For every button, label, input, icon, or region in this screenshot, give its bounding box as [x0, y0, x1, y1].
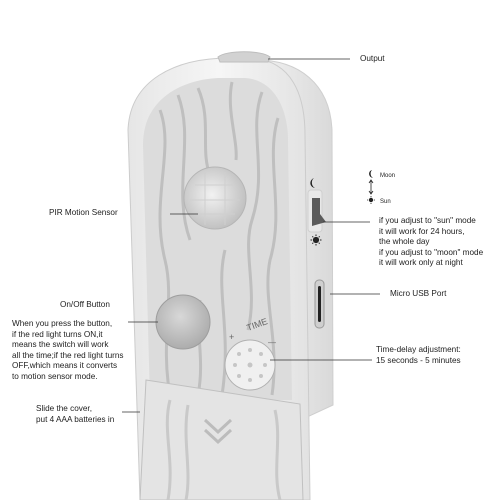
time-delay-desc: Time-delay adjustment: 15 seconds - 5 mi… — [376, 345, 461, 366]
switch-desc: if you adjust to "sun" mode it will work… — [379, 216, 483, 269]
legend-sun-label: Sun — [380, 199, 391, 205]
cover-desc-line: put 4 AAA batteries in — [36, 414, 115, 424]
device-minus: — — [268, 338, 276, 347]
switch-arrow-icon — [368, 179, 374, 195]
callout-lines — [122, 58, 380, 413]
cover-desc-line: Slide the cover, — [36, 404, 92, 413]
output-slot — [217, 51, 271, 63]
onoff-desc-line: all the time;if the red light turns — [12, 350, 124, 360]
onoff-desc-line: means the switch will work — [12, 340, 109, 349]
device-plus: + — [229, 332, 234, 342]
pir-lens-facets — [190, 172, 240, 225]
onoff-desc-line: When you press the button, — [12, 319, 113, 328]
switch-desc-line: it will work only at night — [379, 258, 463, 267]
cover-desc: Slide the cover, put 4 AAA batteries in — [36, 404, 114, 425]
legend-sun-icon — [367, 196, 375, 204]
switch-desc-line: if you adjust to "sun" mode — [379, 216, 476, 225]
onoff-desc: When you press the button, if the red li… — [12, 319, 124, 382]
time-delay-line: Time-delay adjustment: — [376, 345, 461, 354]
onoff-desc-line: to motion sensor mode. — [12, 371, 98, 381]
switch-desc-line: it will work for 24 hours, — [379, 226, 465, 236]
device: TIME + — — [127, 51, 334, 500]
switch-desc-line: the whole day — [379, 237, 430, 246]
onoff-desc-line: if the red light turns ON,it — [12, 329, 103, 339]
slide-arrow-icon — [203, 418, 233, 445]
time-delay-line: 15 seconds - 5 minutes — [376, 355, 461, 365]
time-dial-dots — [233, 348, 267, 382]
micro-usb-opening — [318, 286, 321, 322]
legend-moon-label: Moon — [380, 173, 395, 179]
usb-label: Micro USB Port — [390, 289, 447, 298]
mode-switch[interactable] — [312, 198, 326, 226]
sun-icon — [310, 234, 322, 246]
output-label: Output — [360, 54, 385, 63]
face-grooves — [158, 81, 280, 396]
legend-moon-icon — [369, 170, 373, 178]
pir-lens — [183, 166, 247, 230]
onoff-title: On/Off Button — [60, 300, 110, 309]
moon-icon — [310, 178, 315, 188]
pir-sensor-label: PIR Motion Sensor — [49, 208, 118, 217]
cover-grooves — [165, 399, 282, 500]
onoff-button[interactable] — [155, 294, 211, 350]
onoff-desc-line: OFF,which means it converts — [12, 361, 118, 370]
device-side — [249, 59, 334, 419]
switch-desc-line: if you adjust to "moon" mode — [379, 247, 484, 257]
mode-legend: Moon Sun — [367, 170, 395, 205]
